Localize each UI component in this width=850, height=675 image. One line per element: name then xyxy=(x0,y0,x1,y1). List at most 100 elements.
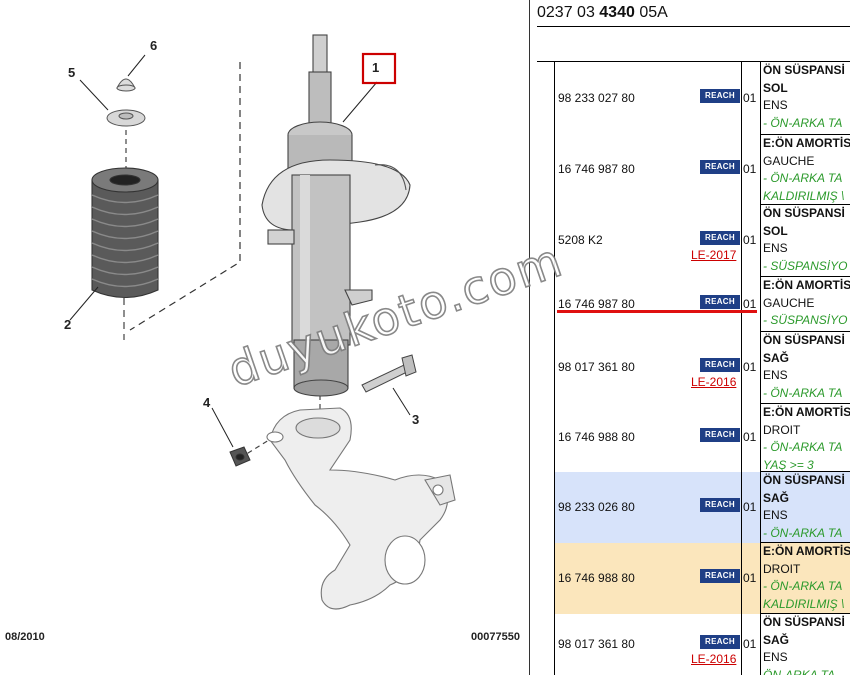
reach-badge: REACH xyxy=(700,88,740,103)
row-separator xyxy=(760,613,850,614)
qty-column-divider xyxy=(741,404,742,472)
steering-knuckle-part xyxy=(266,407,456,610)
callout-5[interactable]: 5 xyxy=(68,65,76,80)
diagram-ref: 00077550 xyxy=(471,631,520,643)
qty-column-divider xyxy=(741,62,742,135)
reach-badge: REACH xyxy=(700,428,740,442)
suspension-exploded-diagram xyxy=(69,34,456,610)
description-line: ÖN-ARKA TA xyxy=(763,667,836,675)
catalog-reference: 0237 03 4340 05A xyxy=(537,4,668,22)
description-line: SAĞ xyxy=(763,490,790,505)
row-separator xyxy=(760,471,850,472)
row-separator xyxy=(760,542,850,543)
quantity: 01 xyxy=(743,162,757,176)
row-separator xyxy=(760,331,850,332)
le-date-link[interactable]: LE-2017 xyxy=(691,248,737,262)
qty-column-divider xyxy=(741,543,742,614)
description-line: E:ÖN AMORTİS xyxy=(763,405,850,419)
quantity: 01 xyxy=(743,499,757,514)
description-line: ENS xyxy=(763,368,788,382)
description-line: ÖN SÜSPANSİ xyxy=(763,473,845,487)
desc-column-divider xyxy=(760,614,761,675)
quantity: 01 xyxy=(743,360,757,374)
reach-badge: REACH xyxy=(700,497,740,512)
reach-badge: REACH xyxy=(700,160,740,174)
quantity: 01 xyxy=(743,636,757,651)
dust-boot-part xyxy=(91,167,159,298)
quantity: 01 xyxy=(743,90,757,105)
quantity: 01 xyxy=(743,233,757,247)
description-line: E:ÖN AMORTİS xyxy=(763,278,850,292)
description-line: SAĞ xyxy=(763,350,790,365)
table-left-border xyxy=(554,61,555,675)
part-number[interactable]: 98 017 361 80 xyxy=(558,360,635,374)
callout-2[interactable]: 2 xyxy=(64,317,72,332)
qty-column-divider xyxy=(741,135,742,205)
callout-3[interactable]: 3 xyxy=(412,412,420,427)
part-number[interactable]: 16 746 987 80 xyxy=(558,162,635,176)
description-line: ENS xyxy=(763,98,788,112)
part-number[interactable]: 16 746 988 80 xyxy=(558,430,635,444)
qty-column-divider xyxy=(741,614,742,675)
description-line: E:ÖN AMORTİS xyxy=(763,544,850,558)
desc-column-divider xyxy=(760,332,761,404)
reach-badge: REACH xyxy=(700,231,740,245)
le-date-link[interactable]: LE-2016 xyxy=(691,651,737,666)
description-line: ENS xyxy=(763,508,788,522)
qty-column-divider xyxy=(741,332,742,404)
description-line: ENS xyxy=(763,650,788,664)
description-line: SOL xyxy=(763,223,788,238)
description-line: - ÖN-ARKA TA xyxy=(763,115,843,130)
ref-suffix: 05A xyxy=(634,4,668,21)
header-divider xyxy=(537,26,850,27)
description-line: GAUCHE xyxy=(763,295,815,310)
desc-column-divider xyxy=(760,277,761,332)
highlight-underline xyxy=(557,310,757,313)
part-number[interactable]: 5208 K2 xyxy=(558,233,603,247)
description-line: DROIT xyxy=(763,422,801,437)
desc-column-divider xyxy=(760,205,761,277)
quantity: 01 xyxy=(743,430,757,444)
bolt-part xyxy=(361,354,417,393)
parts-diagram-panel: 1 2 3 4 5 6 08/2010 00077550 xyxy=(5,0,530,675)
nut-part xyxy=(229,446,251,467)
row-separator xyxy=(760,403,850,404)
callout-4[interactable]: 4 xyxy=(203,395,211,410)
desc-column-divider xyxy=(760,135,761,205)
reach-badge: REACH xyxy=(700,294,740,309)
table-row[interactable]: 98 017 361 80 REACH LE-2016 01 ÖN SÜSPANSİ SA… xyxy=(555,613,850,675)
diagram-date: 08/2010 xyxy=(5,631,45,643)
le-date-link[interactable]: LE-2016 xyxy=(691,375,737,389)
row-separator xyxy=(760,276,850,277)
part-number[interactable]: 98 233 026 80 xyxy=(558,499,635,514)
description-line: E:ÖN AMORTİS xyxy=(763,136,850,150)
desc-column-divider xyxy=(760,404,761,472)
part-number[interactable]: 16 746 988 80 xyxy=(558,570,635,585)
part-number[interactable]: 16 746 987 80 xyxy=(558,296,635,311)
ref-prefix: 0237 03 xyxy=(537,4,600,21)
reach-badge: REACH xyxy=(700,634,740,649)
washer-part xyxy=(106,109,146,127)
description-line: SAĞ xyxy=(763,632,790,647)
callout-highlight-box xyxy=(361,52,397,85)
row-separator xyxy=(760,204,850,205)
description-line: - ÖN-ARKA TA xyxy=(763,525,843,540)
description-line: ÖN SÜSPANSİ xyxy=(763,615,845,629)
description-line: KALDIRILMIŞ \ xyxy=(763,596,845,611)
description-line: GAUCHE xyxy=(763,153,815,168)
part-number[interactable]: 98 017 361 80 xyxy=(558,636,635,651)
description-line: YAŞ >= 3 xyxy=(763,457,814,472)
callout-1[interactable]: 1 xyxy=(372,60,380,75)
description-line: - ÖN-ARKA TA xyxy=(763,579,843,593)
callout-6[interactable]: 6 xyxy=(150,38,158,53)
part-number[interactable]: 98 233 027 80 xyxy=(558,90,635,105)
